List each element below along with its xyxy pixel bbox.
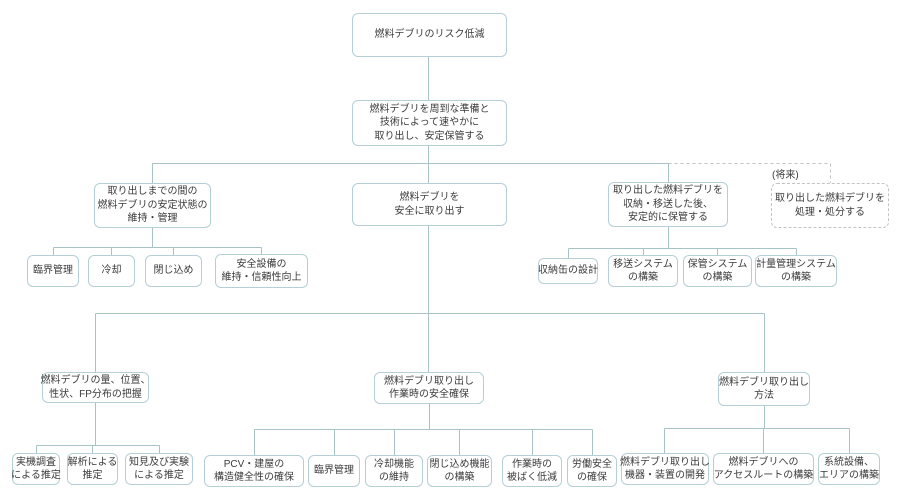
node-risk-reduction: 燃料デブリのリスク低減 bbox=[352, 13, 507, 57]
node-cooling-function: 冷却機能 の維持 bbox=[365, 455, 423, 487]
node-transfer-system: 移送システム の構築 bbox=[608, 255, 678, 287]
node-labor-safety: 労働安全 の確保 bbox=[567, 455, 617, 487]
node-equipment-development: 燃料デブリ取り出し 機器・装置の開発 bbox=[620, 453, 710, 485]
node-containment-function: 閉じ込め機能 の構築 bbox=[427, 455, 492, 487]
node-knowledge-experiment-estimation: 知見及び実験 による推定 bbox=[125, 453, 193, 485]
node-future-treat-dispose: 取り出した燃料デブリを 処理・処分する bbox=[771, 183, 889, 228]
node-access-route: 燃料デブリへの アクセスルートの構築 bbox=[713, 453, 814, 485]
node-cooling: 冷却 bbox=[88, 255, 135, 287]
node-maintain-stable-state: 取り出しまでの間の 燃料デブリの安定状態の 維持・管理 bbox=[94, 183, 211, 228]
node-retrieval-method: 燃料デブリ取り出し 方法 bbox=[718, 372, 810, 406]
node-store-after-transfer: 取り出した燃料デブリを 収納・移送した後、 安定的に保管する bbox=[608, 182, 728, 227]
node-accounting-system: 計量管理システム の構築 bbox=[755, 255, 837, 287]
node-work-safety: 燃料デブリ取り出し 作業時の安全確保 bbox=[374, 372, 484, 404]
node-criticality-control: 臨界管理 bbox=[27, 255, 79, 287]
node-retrieve-safely: 燃料デブリを 安全に取り出す bbox=[352, 183, 507, 226]
node-canister-design: 収納缶の設計 bbox=[538, 258, 598, 284]
node-debris-characterization: 燃料デブリの量、位置、 性状、FP分布の把握 bbox=[41, 372, 151, 403]
node-exposure-reduction: 作業時の 被ばく低減 bbox=[502, 455, 562, 487]
node-criticality-control-2: 臨界管理 bbox=[308, 455, 360, 487]
node-goal-retrieve-store: 燃料デブリを周到な準備と 技術によって速やかに 取り出し、安定保管する bbox=[352, 100, 507, 146]
node-pcv-building-integrity: PCV・建屋の 構造健全性の確保 bbox=[204, 455, 304, 487]
node-system-facilities: 系統設備、 エリアの構築 bbox=[818, 453, 880, 485]
node-onsite-survey-estimation: 実機調査 による推定 bbox=[11, 453, 61, 485]
node-analysis-estimation: 解析による 推定 bbox=[67, 453, 118, 485]
node-containment: 閉じ込め bbox=[145, 255, 202, 287]
node-safety-equipment-reliability: 安全設備の 維持・信頼性向上 bbox=[215, 254, 308, 288]
node-storage-system: 保管システム の構築 bbox=[683, 255, 752, 287]
future-note-label: (将来) bbox=[772, 170, 799, 181]
